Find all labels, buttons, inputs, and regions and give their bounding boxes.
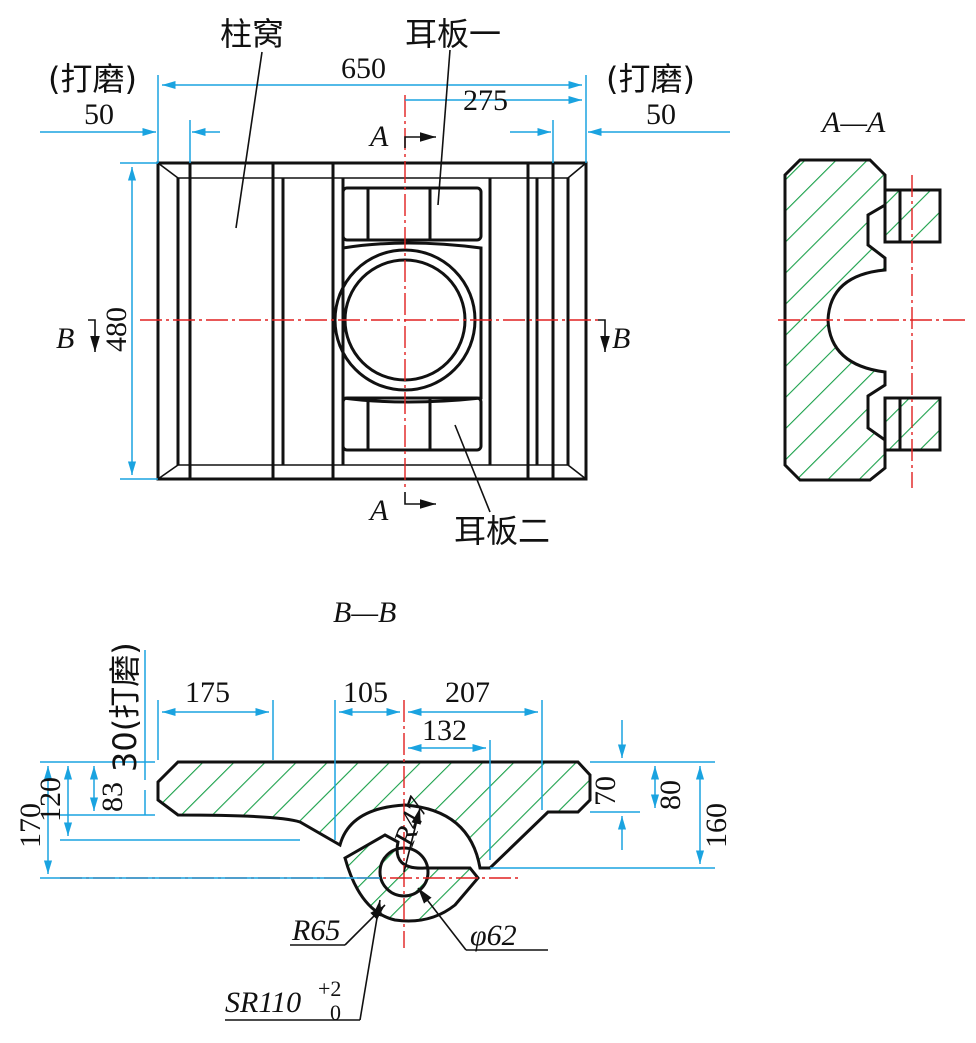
- top-view: 柱窝 耳板一 耳板二 (打磨) (打磨) 650 275 50 50 480 A…: [40, 15, 730, 550]
- aa-section-body: [783, 158, 887, 482]
- section-a-bottom: A: [368, 494, 389, 527]
- dim-132: 132: [422, 714, 467, 747]
- section-b-b: B—B 175 105 207 132 30(打磨) 170 120 83 70…: [14, 596, 733, 1025]
- dim-30-grind: 30(打磨): [106, 642, 144, 772]
- section-a-top: A: [368, 120, 389, 153]
- dim-80: 80: [654, 780, 687, 810]
- dim-105: 105: [343, 676, 388, 709]
- dim-r65: R65: [291, 914, 340, 947]
- grind-left-label: (打磨): [48, 60, 137, 98]
- bb-section-body: [156, 760, 592, 870]
- socket-frame: [341, 241, 483, 404]
- dim-175: 175: [185, 676, 230, 709]
- dim-phi62: φ62: [470, 919, 517, 952]
- dim-160: 160: [700, 803, 733, 848]
- label-erban1: 耳板一: [405, 15, 501, 53]
- dim-480: 480: [100, 307, 133, 352]
- ear-plate-1: [341, 186, 483, 242]
- body-outline: [156, 161, 588, 481]
- dim-70: 70: [589, 776, 622, 806]
- ear-plate-2: [341, 396, 483, 452]
- section-a-a: A—A: [778, 106, 968, 488]
- dim-83: 83: [96, 782, 129, 812]
- label-zhuwo: 柱窝: [220, 15, 284, 53]
- tol-lower: 0: [330, 1000, 341, 1025]
- section-b-right: B: [612, 322, 630, 355]
- label-erban2: 耳板二: [454, 512, 550, 550]
- dim-650: 650: [341, 52, 386, 85]
- tol-upper: +2: [318, 976, 341, 1001]
- grind-right-label: (打磨): [606, 60, 695, 98]
- bb-title: B—B: [333, 596, 396, 629]
- dim-170: 170: [14, 803, 47, 848]
- dim-50-right: 50: [646, 98, 676, 131]
- dim-sr110: SR110: [225, 986, 301, 1019]
- aa-title: A—A: [820, 106, 886, 139]
- dim-207: 207: [445, 676, 490, 709]
- dim-275: 275: [463, 84, 508, 117]
- section-b-left: B: [56, 322, 74, 355]
- dim-120: 120: [34, 777, 67, 822]
- dim-50-left: 50: [84, 98, 114, 131]
